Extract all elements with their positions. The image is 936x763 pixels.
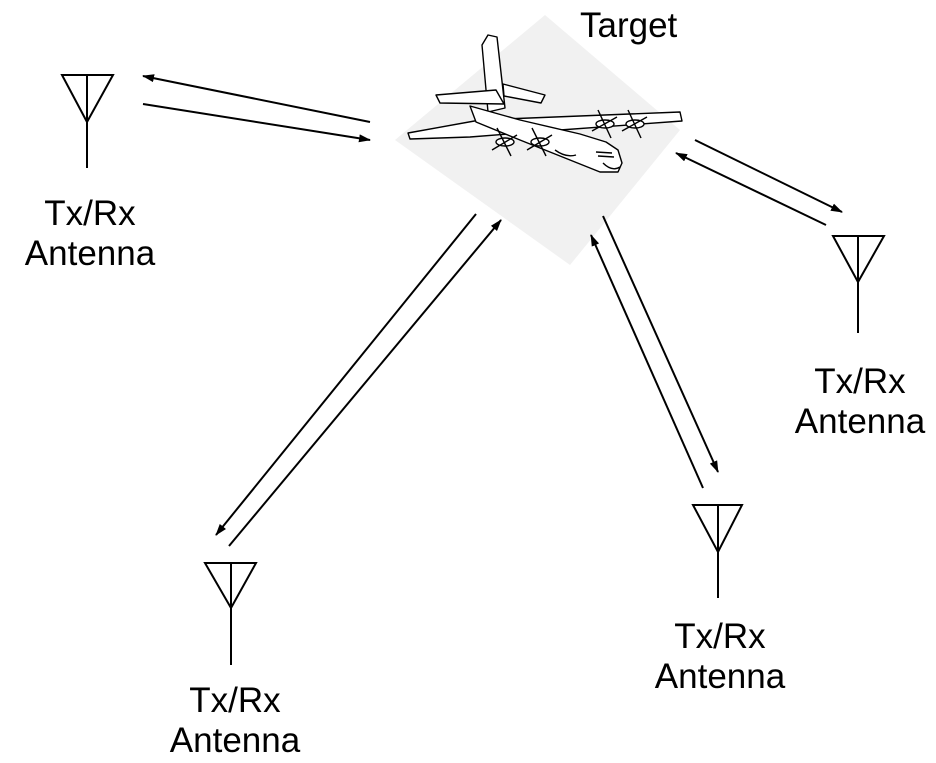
antenna-label-line1: Tx/Rx xyxy=(814,362,906,401)
return-arrow xyxy=(215,213,477,536)
antenna-label-line2: Antenna xyxy=(169,721,301,760)
aircraft-icon xyxy=(407,34,683,173)
transmit-arrow xyxy=(142,103,371,143)
antenna-icon xyxy=(203,562,258,665)
return-arrow xyxy=(142,74,371,123)
antenna-label: Tx/Rx Antenna xyxy=(10,194,170,274)
antenna-label: Tx/Rx Antenna xyxy=(640,617,800,697)
antenna-label-line1: Tx/Rx xyxy=(44,194,136,233)
antenna-label-line2: Antenna xyxy=(24,234,156,273)
antenna-label: Tx/Rx Antenna xyxy=(155,681,315,761)
antenna-label-line1: Tx/Rx xyxy=(674,617,766,656)
transmit-arrow xyxy=(228,219,502,547)
antenna-icon xyxy=(831,235,886,333)
transmit-arrow xyxy=(675,152,827,226)
antenna-icon xyxy=(60,74,115,168)
antenna-label-line1: Tx/Rx xyxy=(189,681,281,720)
antenna-label-line2: Antenna xyxy=(794,402,926,441)
antenna-label: Tx/Rx Antenna xyxy=(780,362,936,442)
target-label: Target xyxy=(580,6,678,45)
antenna-icon xyxy=(691,504,744,598)
return-arrow xyxy=(694,139,843,213)
antenna-label-line2: Antenna xyxy=(654,657,786,696)
return-arrow xyxy=(602,215,719,473)
transmit-arrow xyxy=(590,234,704,489)
